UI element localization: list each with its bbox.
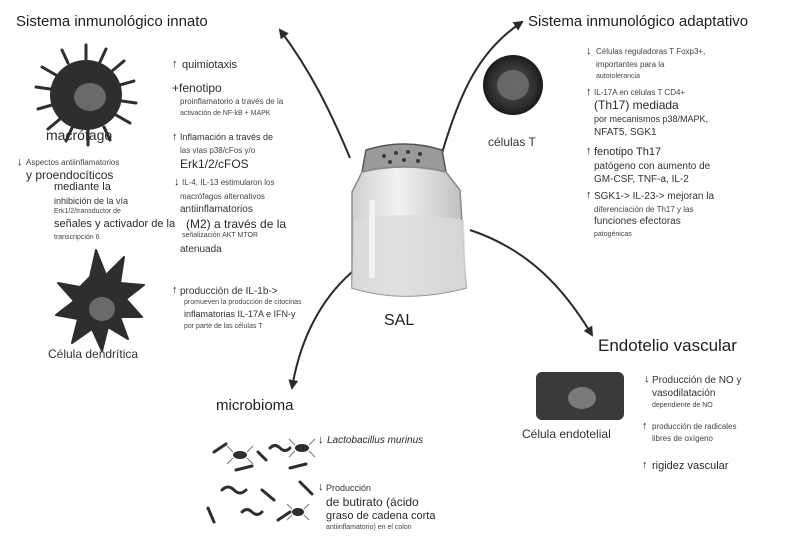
salt-label: SAL [384, 312, 415, 329]
effect-line: inhibición de la vía [54, 196, 129, 206]
effect-line: señales y activador de la [54, 218, 176, 230]
effect-line: patógeno con aumento de [594, 161, 711, 172]
effect-line: Producción [326, 483, 372, 493]
dendritic-label: Célula dendrítica [48, 347, 139, 361]
dendritic-cell [55, 249, 145, 352]
effect-line: libres de oxígeno [652, 434, 713, 443]
innate-title: Sistema inmunológico innato [16, 13, 208, 30]
effect-line: transcripción 6 [54, 234, 100, 241]
bacteria-cluster [206, 442, 314, 524]
effect-line: Aspectos antiinflamatorios [26, 158, 120, 167]
effect-line: GM-CSF, TNF-a, IL-2 [594, 174, 689, 185]
effect-line: Erk1/2/cFOS [180, 157, 249, 171]
effect-line: por parte de las células T [184, 323, 263, 330]
endothelium-title: Endotelio vascular [598, 336, 737, 355]
arrow-down-icon: ↓ [644, 373, 650, 385]
effect-line: antiinflamatorio) en el colon [326, 524, 412, 531]
effect-line: macrófagos alternativos [180, 192, 265, 201]
arrow-down-icon: ↓ [586, 45, 592, 57]
effect-line: las vías p38/cFos y/o [180, 146, 256, 155]
effect-line: proinflamatorio a través de la [180, 97, 284, 106]
effect-line: (Th17) mediada [594, 98, 679, 112]
effect-line: +fenotipo [172, 81, 222, 95]
arrow-up-icon: ↑ [172, 131, 178, 143]
effect-line: mediante la [54, 181, 111, 193]
arrow-up-icon: ↑ [586, 86, 592, 98]
arrow-up-icon: ↑ [586, 145, 592, 157]
arrow-to-endothelium [469, 229, 594, 337]
arrow-to-innate [278, 28, 351, 159]
arrow-to-adaptive [439, 20, 524, 161]
effect-line: dependiente de NO [652, 402, 713, 409]
effect-line: Erk1/2/transductor de [54, 208, 121, 215]
effect-line: Producción de NO y [652, 375, 742, 386]
effect-line: SGK1-> IL-23-> mejoran la [594, 191, 715, 202]
t-cell [483, 55, 543, 115]
effect-line: diferenciación de Th17 y las [594, 205, 694, 214]
arrow-up-icon: ↑ [172, 284, 178, 296]
effect-line: graso de cadena corta [326, 510, 436, 522]
effect-line: Inflamación a través de [180, 132, 274, 142]
arrow-up-icon: ↑ [586, 189, 592, 201]
effect-line: autotolerancia [596, 73, 640, 80]
arrow-down-icon: ↓ [318, 434, 324, 446]
effect-line: de butirato (ácido [326, 495, 419, 509]
effect-line: vasodilatación [652, 388, 716, 399]
effect-line: funciones efectoras [594, 216, 681, 227]
endothelial-cell [536, 372, 624, 420]
endothelial-cell-label: Célula endotelial [522, 427, 611, 441]
macrophage-cell [34, 43, 138, 147]
arrow-down-icon: ↓ [174, 176, 180, 188]
effect-line: producción de IL-1b-> [180, 286, 278, 297]
t-cell-label: células T [488, 135, 536, 149]
effect-line: patogénicas [594, 231, 632, 238]
effect-line: importantes para la [596, 60, 665, 69]
effect-line: atenuada [180, 244, 222, 255]
arrow-up-icon: ↑ [172, 58, 178, 70]
effect-line: activación de NF-kB + MAPK [180, 110, 271, 117]
arrow-down-icon: ↓ [17, 156, 23, 168]
arrow-up-icon: ↑ [642, 459, 648, 471]
effect-line: antiinflamatorios [180, 204, 253, 215]
effect-line: y proendocíticos [26, 168, 114, 182]
effect-line: fenotipo Th17 [594, 146, 662, 158]
effect-line: quimiotaxis [182, 59, 238, 71]
effect-line: Células reguladoras T Foxp3+, [596, 47, 706, 56]
macrophage-label: macrófago [46, 127, 113, 143]
effect-line: inflamatorias IL-17A e IFN-y [184, 309, 296, 319]
adaptive-title: Sistema inmunológico adaptativo [528, 13, 749, 30]
arrow-to-microbiome [288, 271, 353, 390]
microbiome-title: microbioma [216, 397, 294, 414]
effect-line: NFAT5, SGK1 [594, 127, 657, 138]
salt-shaker [351, 143, 467, 297]
effect-line: Lactobacillus murinus [327, 435, 424, 446]
effect-line: señalización AKT MTOR [182, 232, 258, 239]
bacteria-flagellated [233, 444, 309, 516]
effect-line: IL-4, IL-13 estimularon los [182, 178, 275, 187]
arrow-down-icon: ↓ [318, 481, 324, 493]
effect-line: IL-17A en células T CD4+ [594, 88, 686, 97]
effect-line: producción de radicales [652, 422, 737, 431]
effect-line: promueven la producción de citocinas [184, 299, 302, 306]
effect-line: rigidez vascular [652, 460, 729, 472]
arrow-up-icon: ↑ [642, 420, 648, 432]
effect-line: por mecanismos p38/MAPK, [594, 114, 709, 124]
effect-line: (M2) a través de la [186, 217, 287, 231]
